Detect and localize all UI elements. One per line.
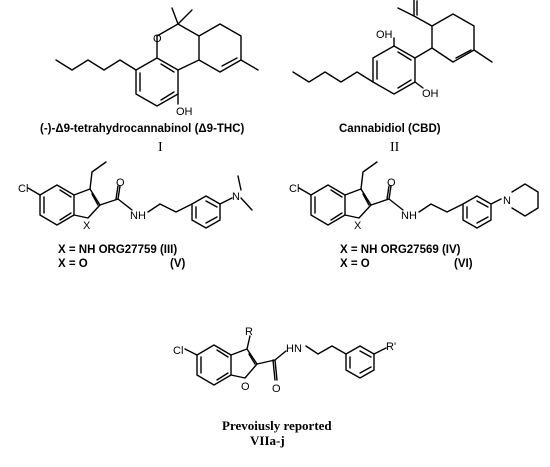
thc-numeral: I	[158, 140, 163, 155]
previous-chlorine-atom: Cl	[173, 345, 183, 357]
cbd-hydroxyl-bottom-label: OH	[422, 88, 439, 100]
thc-oxygen-atom: O	[153, 33, 162, 45]
org27759-line2-left: X = O	[58, 258, 88, 270]
org27569-x-atom: X	[354, 220, 362, 232]
org27759-chlorine-atom: Cl	[18, 183, 28, 195]
org27759-line2-right: (V)	[170, 258, 186, 270]
org27569-carbonyl-oxygen: O	[387, 177, 396, 189]
cbd-numeral: II	[390, 140, 400, 155]
thc-hydroxyl-label: OH	[176, 106, 193, 118]
cbd-hydroxyl-top-label: OH	[376, 29, 393, 41]
org27569-structure: Cl X O NH N	[289, 161, 539, 232]
org27759-carbonyl-oxygen: O	[116, 177, 125, 189]
cbd-structure: OH OH	[292, 0, 493, 100]
org27569-chlorine-atom: Cl	[289, 183, 299, 195]
org27759-amide-nh: NH	[130, 210, 146, 222]
thc-structure: O OH	[55, 7, 259, 118]
org27569-line2-right: (VI)	[454, 258, 473, 270]
previous-caption-line1: Prevoiusly reported	[222, 418, 332, 433]
org27569-line2-left: X = O	[340, 258, 370, 270]
org27569-piperidine-nitrogen: N	[503, 195, 511, 207]
previous-caption-line2: VIIa-j	[250, 433, 285, 448]
previous-furan-oxygen: O	[241, 381, 250, 393]
previous-r-prime-group: R'	[386, 341, 396, 353]
previous-structure: Cl R HN O O R'	[173, 326, 396, 395]
org27759-x-atom: X	[83, 220, 91, 232]
previous-amide-hn: HN	[286, 343, 302, 355]
org27759-structure: Cl X O NH N	[18, 161, 253, 232]
org27569-amide-nh: NH	[401, 210, 417, 222]
cbd-name-label: Cannabidiol (CBD)	[339, 123, 441, 135]
org27759-amine-nitrogen: N	[232, 191, 240, 203]
org27759-line1: X = NH ORG27759 (III)	[58, 244, 178, 256]
previous-r-group: R	[245, 326, 253, 338]
thc-name-label: (-)-Δ9-tetrahydrocannabinol (Δ9-THC)	[40, 123, 245, 135]
previous-carbonyl-oxygen: O	[272, 383, 281, 395]
org27569-line1: X = NH ORG27569 (IV)	[340, 244, 461, 256]
